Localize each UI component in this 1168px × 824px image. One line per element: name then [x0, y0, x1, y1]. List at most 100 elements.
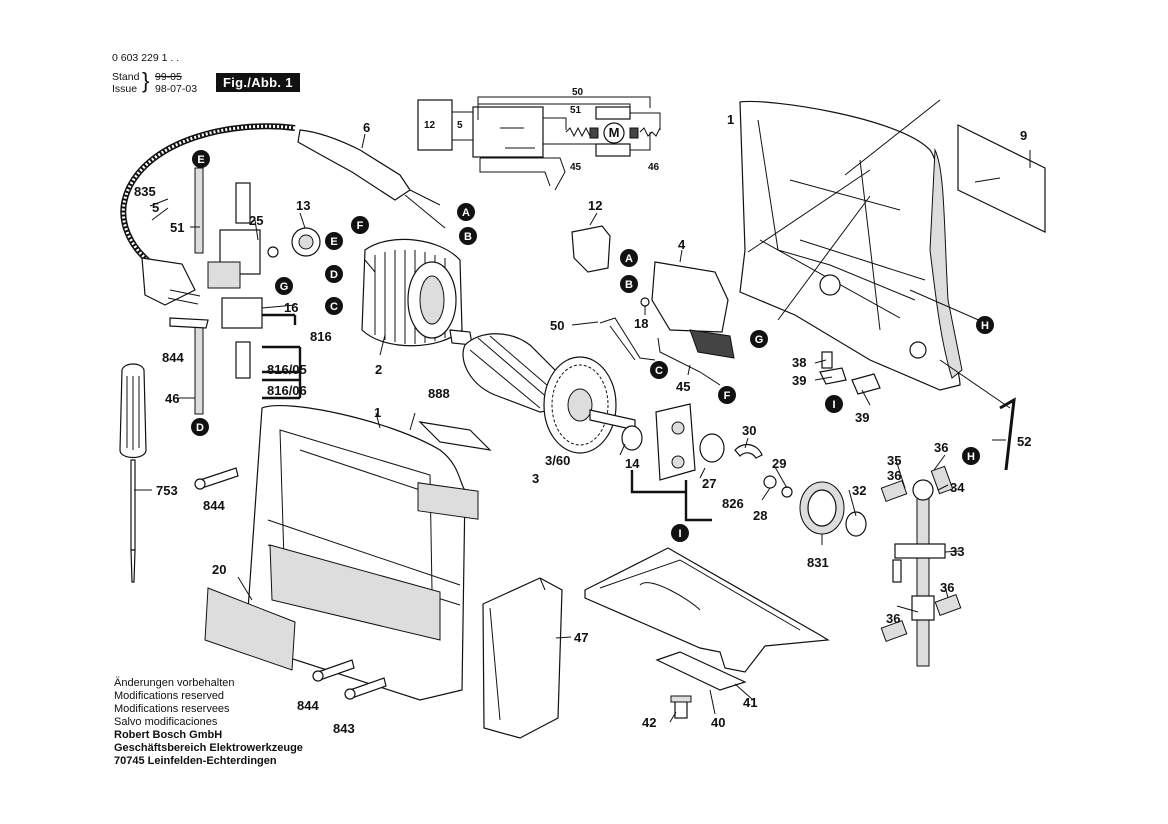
- wire-label: 45: [570, 162, 582, 173]
- brush-assembly: [169, 167, 321, 415]
- part-label: 39: [855, 410, 869, 425]
- svg-text:D: D: [330, 269, 338, 281]
- part-label: 29: [772, 456, 786, 471]
- marker-b: B: [620, 275, 638, 293]
- svg-text:C: C: [655, 365, 663, 377]
- struck-date: 99-05: [155, 71, 182, 83]
- marker-a: A: [620, 249, 638, 267]
- svg-text:I: I: [832, 399, 835, 411]
- svg-text:B: B: [625, 279, 633, 291]
- part-label: 1: [727, 112, 734, 127]
- svg-text:I: I: [678, 528, 681, 540]
- marker-g: G: [750, 330, 768, 348]
- marker-c: C: [325, 297, 343, 315]
- part-label: 34: [950, 480, 965, 495]
- part-label: 844: [297, 698, 319, 713]
- label-plate: [957, 124, 1046, 233]
- svg-text:E: E: [330, 236, 337, 248]
- wire-label: 12: [424, 120, 436, 131]
- part-label: 35: [887, 453, 901, 468]
- part-label: 28: [753, 508, 767, 523]
- svg-text:G: G: [280, 281, 289, 293]
- part-label: 5: [152, 200, 159, 215]
- housing-left-half: [247, 405, 479, 701]
- part-label: 3/60: [545, 453, 570, 468]
- part-label: 888: [428, 386, 450, 401]
- part-label: 25: [249, 213, 263, 228]
- part-label: 41: [743, 695, 757, 710]
- base-plate: [584, 547, 830, 719]
- plunger-assembly: [819, 351, 1016, 667]
- part-label: 18: [634, 316, 648, 331]
- marker-g: G: [275, 277, 293, 295]
- wire-label: 50: [572, 87, 584, 98]
- svg-text:H: H: [981, 320, 989, 332]
- svg-text:A: A: [625, 253, 633, 265]
- part-label: 1: [374, 405, 381, 420]
- part-label: 843: [333, 721, 355, 736]
- stand-label: Stand: [112, 71, 140, 83]
- gear-assembly: [621, 403, 867, 537]
- svg-text:D: D: [196, 422, 204, 434]
- switch-module: [571, 225, 735, 386]
- svg-text:C: C: [330, 301, 338, 313]
- company-name: Robert Bosch GmbH: [114, 729, 223, 741]
- issue-label: Issue: [112, 83, 138, 95]
- svg-text:A: A: [462, 207, 470, 219]
- part-label: 4: [678, 237, 686, 252]
- armature: [449, 329, 636, 454]
- part-label: 36: [887, 468, 901, 483]
- svg-text:B: B: [464, 231, 472, 243]
- part-label: 816/06: [267, 383, 307, 398]
- svg-text:H: H: [967, 451, 975, 463]
- part-label: 13: [296, 198, 310, 213]
- housing-right-half: [739, 100, 963, 391]
- reference-markers: A B C D E F G H I A B C D E F G H I: [191, 150, 994, 542]
- part-number-labels: 1 1 2 3 3/60 4 5 6 9 12 13 14 16 18 20 2…: [134, 112, 1031, 736]
- wire-label: 5: [457, 120, 463, 131]
- side-cover: [204, 587, 296, 671]
- part-label: 33: [950, 544, 964, 559]
- part-label: 52: [1017, 434, 1031, 449]
- marker-i: I: [825, 395, 843, 413]
- figure-label: Fig./Abb. 1: [216, 73, 300, 92]
- part-label: 12: [588, 198, 602, 213]
- part-label: 42: [642, 715, 656, 730]
- lever: [482, 577, 563, 739]
- part-label: 16: [284, 300, 298, 315]
- part-label: 831: [807, 555, 829, 570]
- marker-d: D: [191, 418, 209, 436]
- marker-f: F: [718, 386, 736, 404]
- part-label: 36: [940, 580, 954, 595]
- rating-label: [418, 421, 492, 451]
- power-cable: [120, 123, 446, 306]
- svg-text:F: F: [357, 220, 364, 232]
- marker-b: B: [459, 227, 477, 245]
- part-label: 3: [532, 471, 539, 486]
- part-label: 753: [156, 483, 178, 498]
- part-label: 40: [711, 715, 725, 730]
- part-label: 27: [702, 476, 716, 491]
- part-label: 816: [310, 329, 332, 344]
- part-label: 50: [550, 318, 564, 333]
- note-line: Modifications reserved: [114, 690, 225, 702]
- leader-lines: [134, 99, 1031, 723]
- part-label: 9: [1020, 128, 1027, 143]
- part-label: 38: [792, 355, 806, 370]
- issue-date: 98-07-03: [155, 83, 198, 95]
- part-label: 835: [134, 184, 156, 199]
- stator: [361, 238, 463, 347]
- part-label: 36: [934, 440, 948, 455]
- part-label: 844: [203, 498, 225, 513]
- part-label: 46: [165, 391, 179, 406]
- marker-d: D: [325, 265, 343, 283]
- note-line: Salvo modificaciones: [114, 716, 218, 728]
- screwdriver: [119, 363, 147, 583]
- wire-label: 46: [648, 162, 660, 173]
- part-label: 39: [792, 373, 806, 388]
- marker-a: A: [457, 203, 475, 221]
- svg-text:G: G: [755, 334, 764, 346]
- part-label: 6: [363, 120, 370, 135]
